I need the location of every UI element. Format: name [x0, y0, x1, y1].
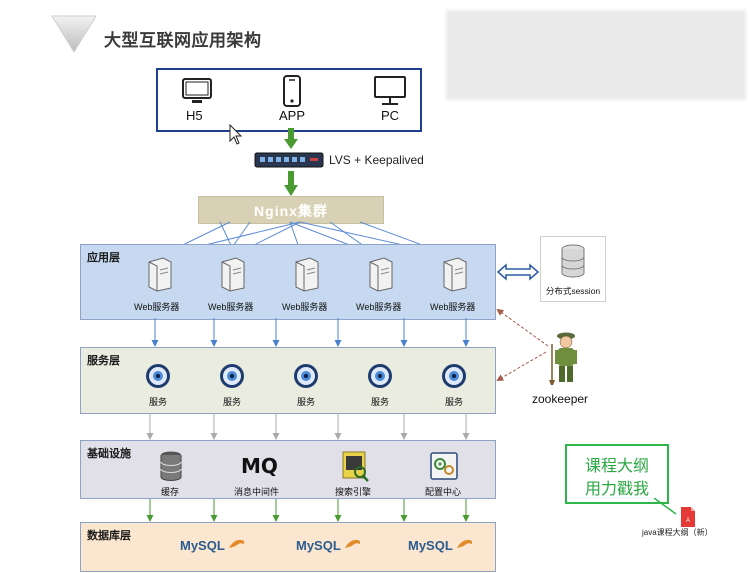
double-arrow-icon — [496, 263, 540, 281]
nginx-cluster-box: Nginx集群 — [198, 196, 384, 224]
clients-frame: H5 APP PC — [156, 68, 422, 132]
service-label: 服务 — [149, 397, 168, 407]
service-layer: 服务层 — [80, 347, 496, 414]
mq-label: 消息中间件 — [234, 487, 280, 497]
config-center-icon — [430, 452, 458, 480]
mysql-logo-text: MySQL — [180, 538, 225, 553]
desktop-pc-icon — [374, 76, 406, 105]
web-server-label: Web服务器 — [356, 302, 402, 312]
service-eye-icon — [368, 364, 392, 388]
web-server-label: Web服务器 — [134, 302, 180, 312]
infrastructure-layer: 基础设施 — [80, 440, 496, 499]
monitor-icon — [182, 78, 212, 103]
arrow-lvs-to-nginx — [284, 171, 298, 196]
zookeeper-label: zookeeper — [532, 392, 589, 406]
lvs-label: LVS + Keepalived — [329, 153, 424, 167]
service-label: 服务 — [445, 397, 464, 407]
service-eye-icon — [294, 364, 318, 388]
blurred-region — [446, 10, 746, 100]
web-server-label: Web服务器 — [282, 302, 328, 312]
service-label: 服务 — [371, 397, 390, 407]
mysql-logo-text: MySQL — [408, 538, 453, 553]
promo-line-1: 课程大纲 — [584, 456, 649, 475]
service-eye-icon — [442, 364, 466, 388]
dolphin-icon — [345, 539, 361, 548]
application-layer-title: 应用层 — [87, 252, 120, 264]
title-decoration-icon — [51, 15, 97, 53]
mq-icon: MQ — [241, 454, 278, 478]
config-center-label: 配置中心 — [425, 487, 462, 497]
cursor-icon — [229, 124, 243, 145]
mysql-logo-text: MySQL — [296, 538, 341, 553]
dolphin-icon — [229, 539, 245, 548]
network-switch-icon — [254, 152, 324, 168]
mysql-logo: MySQL — [296, 538, 362, 553]
promo-line-2: 用力戳我 — [584, 479, 649, 498]
callout-pointer — [653, 498, 677, 515]
zookeeper-icon — [549, 332, 577, 385]
nginx-label: Nginx集群 — [254, 203, 328, 219]
database-layer-title: 数据库层 — [87, 530, 131, 542]
course-outline-callout[interactable]: 课程大纲 用力戳我 — [565, 444, 669, 504]
web-server-icon — [148, 257, 172, 292]
search-engine-icon — [342, 451, 369, 482]
database-layer: 数据库层 — [80, 522, 496, 572]
infrastructure-layer-title: 基础设施 — [87, 448, 131, 460]
dolphin-icon — [457, 539, 473, 548]
cache-label: 缓存 — [161, 487, 180, 497]
page-title: 大型互联网应用架构 — [104, 31, 262, 50]
service-eye-icon — [220, 364, 244, 388]
service-eye-icon — [146, 364, 170, 388]
cache-database-icon — [160, 451, 182, 481]
service-label: 服务 — [297, 397, 316, 407]
client-label-h5: H5 — [186, 108, 203, 123]
web-server-icon — [221, 257, 245, 292]
client-label-pc: PC — [381, 108, 400, 123]
service-label: 服务 — [223, 397, 242, 407]
mysql-logo: MySQL — [180, 538, 246, 553]
database-cylinder-icon — [561, 244, 585, 278]
mysql-logo: MySQL — [408, 538, 474, 553]
web-server-label: Web服务器 — [208, 302, 254, 312]
service-layer-title: 服务层 — [87, 355, 120, 367]
distributed-session-box: 分布式session — [540, 236, 606, 302]
phone-icon — [283, 75, 301, 107]
web-server-icon — [369, 257, 393, 292]
client-label-app: APP — [279, 108, 306, 123]
arrow-clients-to-lvs — [284, 128, 298, 149]
pdf-file-icon[interactable]: A — [679, 506, 697, 528]
distributed-session-label: 分布式session — [545, 286, 601, 296]
web-server-icon — [295, 257, 319, 292]
svg-text:A: A — [686, 518, 690, 524]
web-server-icon — [443, 257, 467, 292]
search-engine-label: 搜索引擎 — [335, 487, 372, 497]
web-server-label: Web服务器 — [430, 302, 476, 312]
file-name-label[interactable]: java课程大纲（新） — [642, 528, 713, 537]
